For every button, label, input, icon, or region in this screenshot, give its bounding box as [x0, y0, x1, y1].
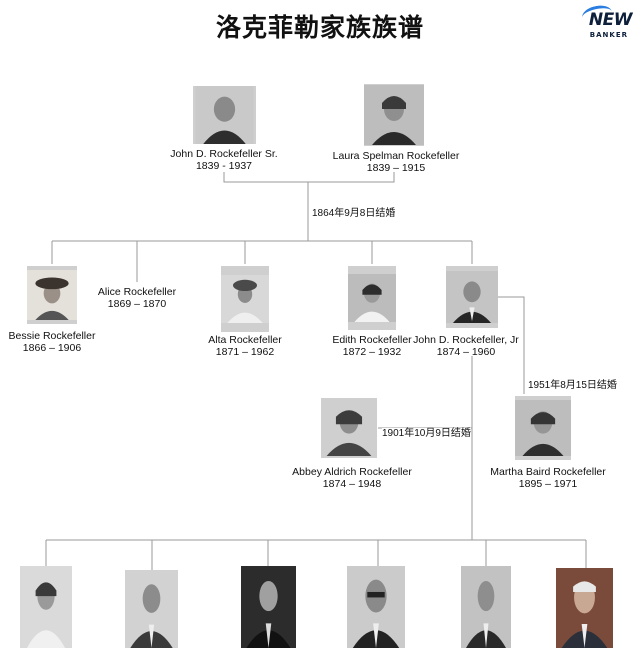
dates-john-jr: 1874 – 1960	[436, 346, 496, 358]
name-alice: Alice Rockefeller	[97, 286, 177, 298]
logo-text-banker: BANKER	[589, 31, 628, 39]
name-john-jr: John D. Rockefeller, Jr	[413, 334, 519, 346]
photo-abbey	[321, 398, 377, 458]
connector-child-drops	[51, 241, 473, 282]
logo-text-new: NEW	[588, 10, 633, 30]
new-banker-logo: NEW BANKER	[580, 3, 633, 46]
name-alta: Alta Rockefeller	[208, 334, 282, 346]
photo-grandchild-6	[556, 568, 613, 648]
photo-john-jr	[446, 266, 498, 328]
photo-grandchild-1	[20, 566, 72, 648]
marriage-note-jr-martha: 1951年8月15日结婚	[528, 380, 617, 392]
dates-laura: 1839 – 1915	[366, 162, 426, 174]
dates-edith: 1872 – 1932	[342, 346, 402, 358]
dates-john-sr: 1839 - 1937	[195, 160, 253, 172]
photo-john-sr	[193, 86, 256, 144]
photo-grandchild-4	[347, 566, 405, 648]
photo-martha	[515, 396, 571, 460]
photo-grandchild-2	[125, 570, 178, 648]
name-laura: Laura Spelman Rockefeller	[332, 150, 460, 162]
photo-edith	[348, 266, 396, 330]
dates-martha: 1895 – 1971	[518, 478, 578, 490]
marriage-note-jr-abbey: 1901年10月9日结婚	[382, 428, 471, 440]
photo-grandchild-3	[241, 566, 296, 648]
marriage-note-sr: 1864年9月8日结婚	[312, 208, 396, 220]
connector-jr-martha	[496, 296, 525, 394]
dates-alta: 1871 – 1962	[215, 346, 275, 358]
name-edith: Edith Rockefeller	[332, 334, 412, 346]
dates-abbey: 1874 – 1948	[322, 478, 382, 490]
page-title: 洛克菲勒家族族谱	[215, 13, 424, 42]
name-bessie: Bessie Rockefeller	[8, 330, 96, 342]
connector-grandchild-drops	[45, 540, 587, 570]
connector-sr-couple	[223, 172, 395, 183]
name-abbey: Abbey Aldrich Rockefeller	[292, 466, 412, 478]
dates-bessie: 1866 – 1906	[22, 342, 82, 354]
name-john-sr: John D. Rockefeller Sr.	[170, 148, 278, 160]
photo-bessie	[27, 266, 77, 324]
photo-alta	[221, 266, 269, 332]
photo-grandchild-5	[461, 566, 511, 648]
connector-jr-abbey	[378, 356, 473, 540]
photo-laura	[364, 84, 424, 146]
dates-alice: 1869 – 1870	[107, 298, 167, 310]
name-martha: Martha Baird Rockefeller	[490, 466, 606, 478]
